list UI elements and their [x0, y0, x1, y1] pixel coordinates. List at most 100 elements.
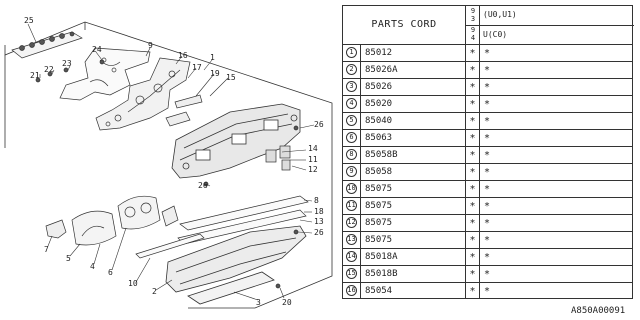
circuit-board	[95, 57, 191, 131]
applicability-mark-2: *	[483, 201, 491, 212]
ref-number: 11	[346, 200, 357, 211]
ref-number: 3	[346, 81, 357, 92]
callout-26: 26	[314, 120, 324, 129]
callout-5: 5	[66, 254, 71, 263]
part-code: 85018B	[361, 266, 466, 282]
applicability-mark-1: *	[466, 130, 480, 146]
applicability-mark-2: *	[483, 82, 491, 93]
ref-number: 4	[346, 98, 357, 109]
ref-number-cell: 10	[343, 181, 361, 197]
applicability-mark-1: *	[466, 232, 480, 248]
applicability-mark-2: *	[483, 235, 491, 246]
ref-number: 15	[346, 268, 357, 279]
applicability-mark-1: *	[466, 215, 480, 231]
ref-number-cell: 1	[343, 45, 361, 61]
bracket-parts	[165, 94, 203, 127]
callout-2: 2	[152, 287, 157, 296]
applicability-mark-2: *	[483, 116, 491, 127]
ref-number: 5	[346, 115, 357, 126]
ref-number-cell: 15	[343, 266, 361, 282]
part-code: 85075	[361, 232, 466, 248]
applicability-mark-1: *	[466, 283, 480, 299]
callout-26: 26	[198, 181, 208, 190]
part-code: 85026	[361, 79, 466, 95]
meter-visor	[165, 225, 307, 305]
ref-number-cell: 3	[343, 79, 361, 95]
ref-number-cell: 8	[343, 147, 361, 163]
applicability-mark-1: *	[466, 266, 480, 282]
ref-number-cell: 13	[343, 232, 361, 248]
callout-18: 18	[314, 207, 324, 216]
applicability-mark-2: *	[483, 218, 491, 229]
ref-number: 16	[346, 285, 357, 296]
callout-3: 3	[256, 298, 261, 307]
callout-23: 23	[62, 59, 72, 68]
ref-number: 13	[346, 234, 357, 245]
year-digit: 4	[470, 34, 476, 42]
applicability-mark-1: *	[466, 164, 480, 180]
part-code: 85075	[361, 215, 466, 231]
table-header: PARTS CORD 9 3 9 4 (U0,U1) U(C0)	[343, 6, 634, 45]
applicability-mark-1: *	[466, 113, 480, 129]
part-code: 85075	[361, 198, 466, 214]
applicability-mark-1: *	[466, 249, 480, 265]
ref-number-cell: 6	[343, 130, 361, 146]
applicability-mark-1: *	[466, 181, 480, 197]
header-divider	[466, 25, 634, 26]
applicability-mark-2: *	[483, 286, 491, 297]
callout-4: 4	[90, 262, 95, 271]
ref-number: 12	[346, 217, 357, 228]
part-code: 85075	[361, 181, 466, 197]
applicability-mark-1: *	[466, 198, 480, 214]
ref-number: 14	[346, 251, 357, 262]
callout-6: 6	[108, 268, 113, 277]
part-code: 85040	[361, 113, 466, 129]
part-code: 85058	[361, 164, 466, 180]
gauge-units	[45, 195, 179, 246]
ref-number: 9	[346, 166, 357, 177]
ref-number: 10	[346, 183, 357, 194]
leader-lines	[27, 23, 315, 301]
ref-number-cell: 2	[343, 62, 361, 78]
part-code: 85026A	[361, 62, 466, 78]
year-digit: 9	[470, 26, 476, 34]
diagram-code: A850A00091	[571, 306, 626, 316]
applicability-mark-2: *	[483, 150, 491, 161]
part-code: 85063	[361, 130, 466, 146]
applicability-mark-2: *	[483, 133, 491, 144]
applicability-mark-2: *	[483, 65, 491, 76]
applicability-mark-2: *	[483, 252, 491, 263]
applicability-mark-2: *	[483, 167, 491, 178]
callout-19: 19	[210, 69, 220, 78]
ref-number-cell: 9	[343, 164, 361, 180]
bulb-tray	[11, 31, 83, 59]
callout-14: 14	[308, 144, 318, 153]
callout-20: 20	[282, 298, 292, 307]
ref-number-cell: 16	[343, 283, 361, 299]
callout-21: 21	[30, 71, 40, 80]
callout-13: 13	[314, 217, 324, 226]
ref-number-cell: 11	[343, 198, 361, 214]
applicability-mark-1: *	[466, 79, 480, 95]
column-label-c0: U(C0)	[483, 30, 508, 39]
applicability-mark-1: *	[466, 62, 480, 78]
callout-15: 15	[226, 73, 236, 82]
meter-case	[171, 103, 301, 179]
part-code: 85018A	[361, 249, 466, 265]
year-digit: 3	[470, 15, 476, 23]
callout-11: 11	[308, 155, 318, 164]
ref-number-cell: 12	[343, 215, 361, 231]
